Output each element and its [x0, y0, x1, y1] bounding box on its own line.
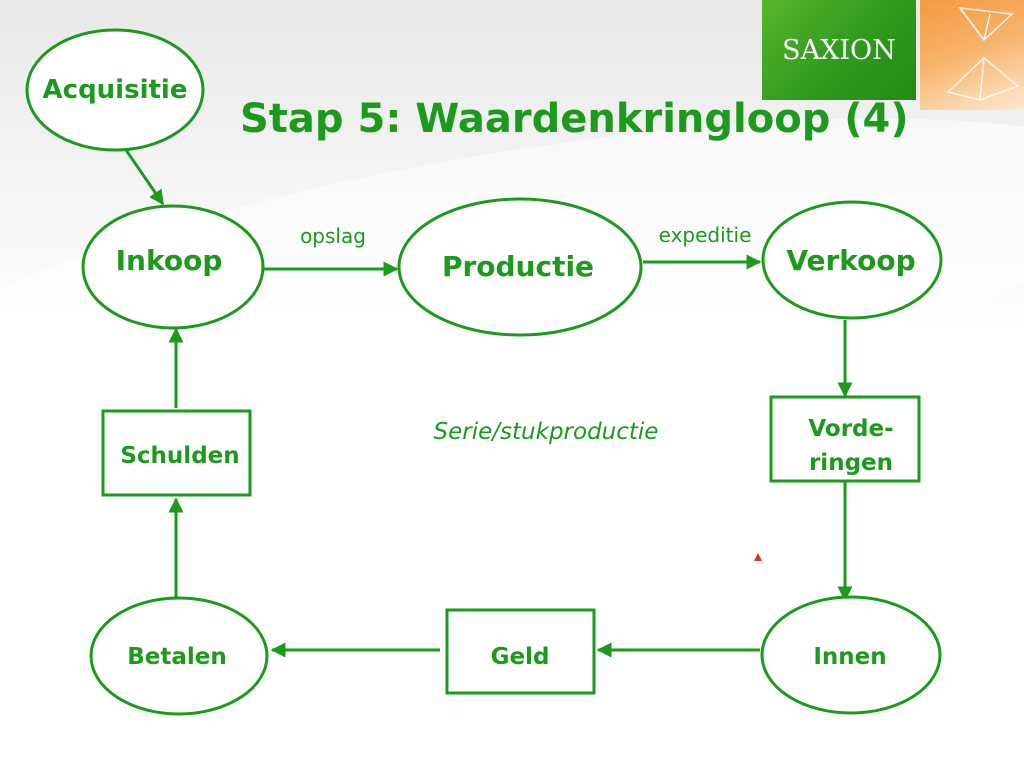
slide-title: Stap 5: Waardenkringloop (4) — [240, 96, 909, 142]
label-inkoop: Inkoop — [116, 244, 223, 277]
label-schulden: Schulden — [120, 443, 239, 469]
node-vorderingen — [769, 395, 921, 483]
label-productie: Productie — [442, 250, 594, 283]
red-triangle-marker — [754, 553, 762, 561]
node-innen — [760, 595, 942, 715]
node-verkoop — [761, 200, 943, 320]
saxion-logo: SAXION — [762, 0, 916, 100]
label-geld: Geld — [491, 644, 550, 670]
label-betalen: Betalen — [127, 644, 227, 670]
node-acquisitie — [25, 28, 205, 152]
node-inkoop — [81, 204, 265, 330]
label-expeditie: expeditie — [659, 223, 752, 247]
decorative-pyramid-logo — [920, 0, 1024, 110]
label-acquisitie: Acquisitie — [43, 75, 188, 105]
edge-acquisitie-inkoop — [124, 149, 165, 206]
saxion-logo-text: SAXION — [782, 34, 896, 66]
node-productie — [397, 197, 643, 337]
node-schulden — [101, 409, 252, 497]
node-betalen — [89, 596, 269, 716]
label-vorderingen-line2: ringen — [809, 450, 893, 476]
label-verkoop: Verkoop — [786, 244, 915, 277]
node-geld — [445, 608, 596, 695]
production-type-note: Serie/stukproductie — [434, 419, 659, 445]
label-vorderingen-line1: Vorde- — [808, 416, 893, 442]
label-innen: Innen — [813, 644, 886, 670]
pyramid-icon — [946, 7, 1020, 101]
label-opslag: opslag — [300, 224, 366, 248]
